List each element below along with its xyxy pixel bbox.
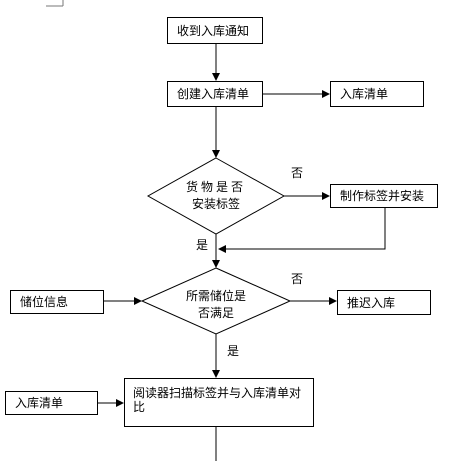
input-storage-info: 储位信息 xyxy=(10,290,104,314)
output-list: 入库清单 xyxy=(330,81,424,107)
output-return-goods: 推迟入库 xyxy=(337,290,431,315)
decision-label-line2: 安装标签 xyxy=(191,197,240,211)
edge-label-space-no: 否 xyxy=(291,272,304,286)
process-create-list-text: 创建入库清单 xyxy=(177,87,250,101)
output-return-goods-text: 推迟入库 xyxy=(347,295,396,310)
decision-label-line1: 货物是否 xyxy=(185,180,246,194)
decision-space-line2: 否满足 xyxy=(197,306,234,320)
process-reader-scan: 阅读器扫描标签并与入库清单对比 xyxy=(124,378,314,427)
edge-label-label-yes: 是 xyxy=(196,238,209,252)
process-receive-notice-text: 收到入库通知 xyxy=(177,23,250,38)
process-create-list: 创建入库清单 xyxy=(167,81,263,107)
input-list: 入库清单 xyxy=(5,391,98,415)
decision-space-line1: 所需储位是 xyxy=(185,289,246,303)
edge-label-space-yes: 是 xyxy=(227,344,240,358)
input-storage-info-text: 储位信息 xyxy=(20,295,69,309)
process-make-label-text: 制作标签并安装 xyxy=(340,189,425,203)
arrow-make-label-return xyxy=(218,208,386,253)
input-list-text: 入库清单 xyxy=(15,396,64,410)
process-make-label: 制作标签并安装 xyxy=(330,184,438,208)
output-list-text: 入库清单 xyxy=(340,87,389,101)
edge-label-label-no: 否 xyxy=(291,166,304,180)
process-receive-notice: 收到入库通知 xyxy=(167,17,263,44)
decision-label-text: 货物是否 安装标签 xyxy=(166,179,266,213)
decision-space-text: 所需储位是 否满足 xyxy=(166,288,266,322)
process-reader-scan-text: 阅读器扫描标签并与入库清单对比 xyxy=(133,386,302,414)
